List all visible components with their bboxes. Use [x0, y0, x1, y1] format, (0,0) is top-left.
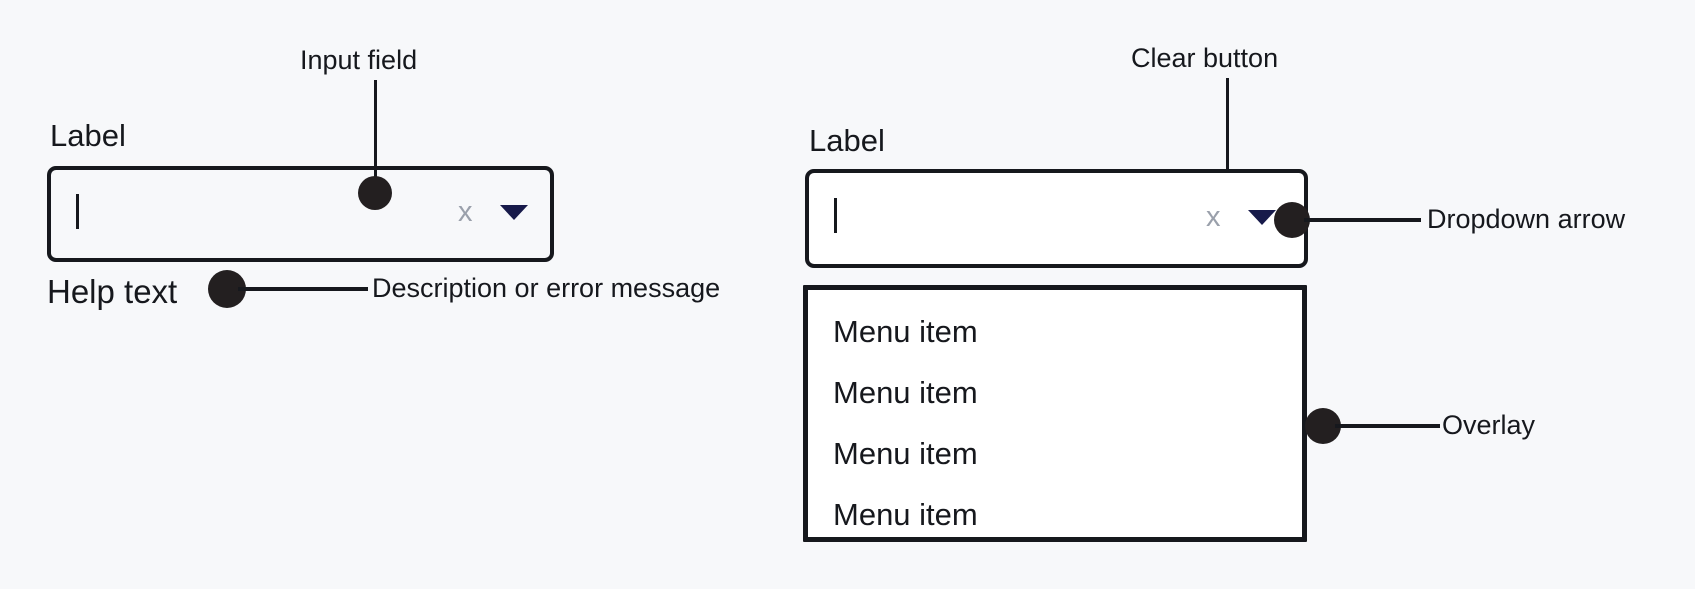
annotation-input-field-label: Input field	[300, 45, 418, 75]
annotation-description-label: Description or error message	[372, 273, 721, 303]
menu-item[interactable]: Menu item	[833, 375, 978, 410]
leader-line-overlay	[1335, 424, 1440, 428]
left-clear-button-icon[interactable]: x	[458, 196, 473, 228]
annotation-overlay-label: Overlay	[1442, 410, 1536, 440]
left-help-text: Help text	[47, 273, 178, 310]
leader-line-dropdown-arrow	[1304, 218, 1421, 222]
menu-item[interactable]: Menu item	[833, 436, 978, 471]
annotation-dropdown-arrow-label: Dropdown arrow	[1427, 204, 1626, 234]
right-input-caret	[834, 198, 837, 233]
dropdown-overlay[interactable]: Menu item Menu item Menu item Menu item	[803, 285, 1307, 542]
left-input-caret	[76, 194, 79, 229]
right-input-field[interactable]: x	[805, 169, 1308, 268]
menu-item[interactable]: Menu item	[833, 314, 978, 349]
right-field-label: Label	[809, 123, 885, 158]
left-field-label: Label	[50, 118, 126, 153]
right-clear-button-icon[interactable]: x	[1206, 201, 1221, 233]
annotation-clear-button-label: Clear button	[1131, 43, 1279, 73]
left-dropdown-arrow-icon[interactable]	[500, 205, 528, 220]
right-dropdown-arrow-icon[interactable]	[1248, 210, 1276, 225]
leader-line-help-text	[238, 287, 368, 291]
leader-line-input-field	[374, 80, 377, 184]
leader-dot-input-field	[358, 176, 392, 210]
left-input-field[interactable]: x	[47, 166, 554, 262]
menu-item[interactable]: Menu item	[833, 497, 978, 532]
leader-line-clear-button	[1226, 78, 1229, 182]
